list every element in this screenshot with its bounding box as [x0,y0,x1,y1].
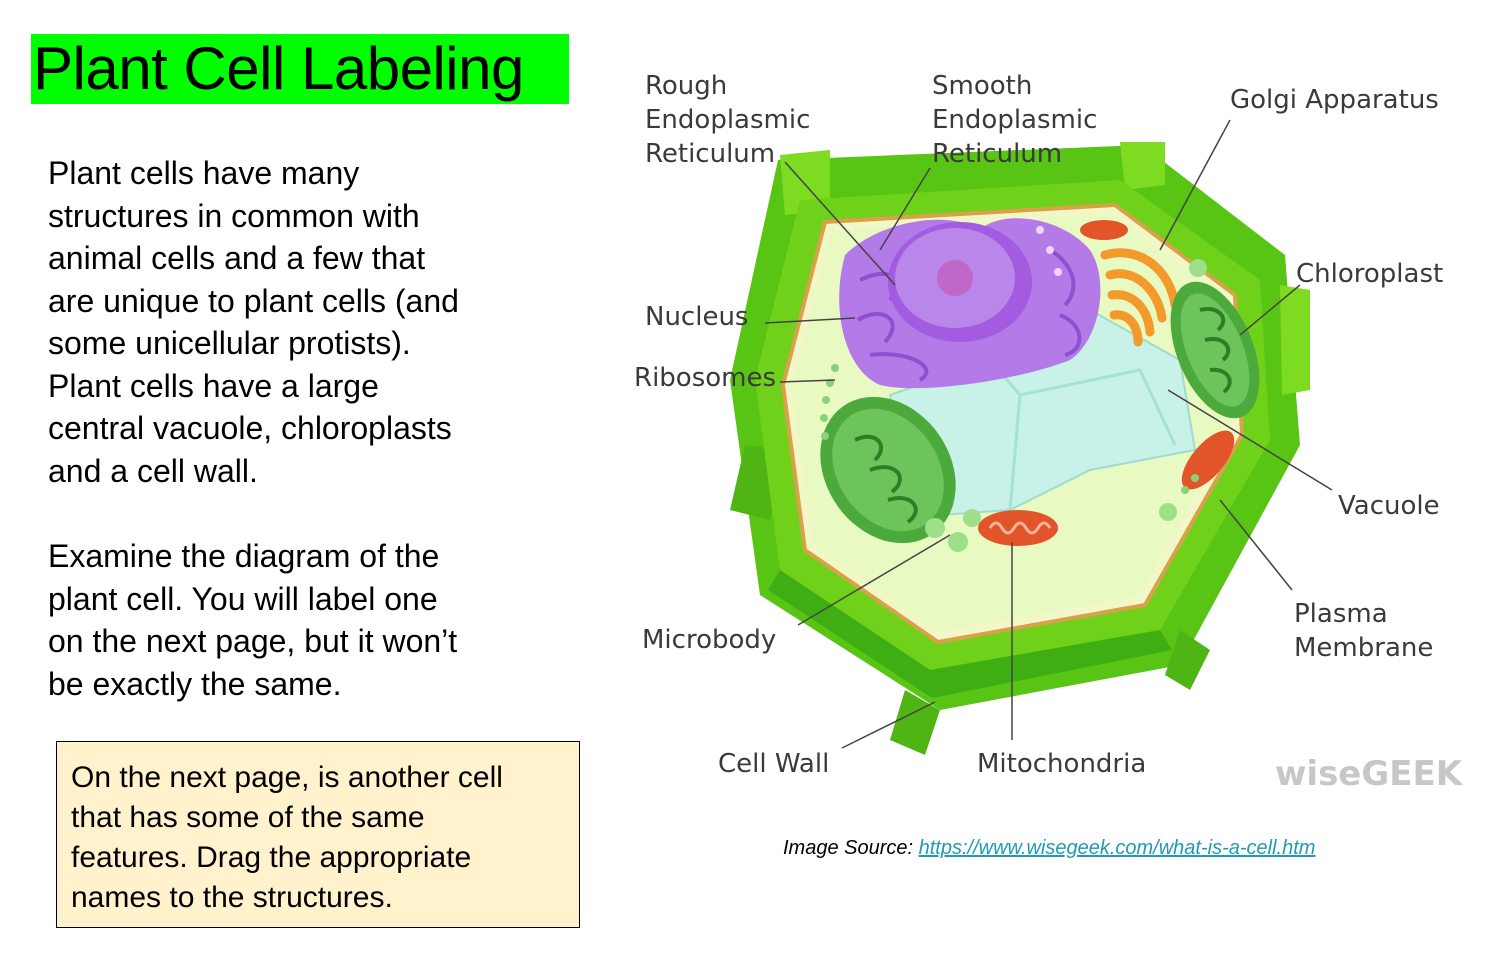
mitochondria [1080,220,1128,240]
label-rough-er: Rough [645,71,727,101]
ribosome [1191,474,1199,482]
ribosome [1181,486,1189,494]
label-ribosomes: Ribosomes [634,363,776,393]
label-smooth-er: Reticulum [932,139,1062,169]
page-title: Plant Cell Labeling [31,34,569,104]
chloroplast-inner [1180,293,1250,407]
mitochondria-cristae [988,521,1052,535]
leader-lines [764,119,1333,749]
microbody [925,518,945,538]
nucleolus [937,260,973,296]
label-smooth-er: Endoplasmic [932,105,1097,135]
image-source: Image Source: https://www.wisegeek.com/w… [783,837,1315,860]
image-source-link[interactable]: https://www.wisegeek.com/what-is-a-cell.… [918,837,1316,859]
wisegeek-watermark: wiseGEEK [1275,754,1464,794]
examine-paragraph: Examine the diagram of the plant cell. Y… [48,538,458,702]
ribosome [831,364,839,372]
plant-cell-diagram: Rough Endoplasmic Reticulum Smooth Endop… [634,71,1464,794]
label-vacuole: Vacuole [1338,491,1440,521]
ribosome [822,396,830,404]
label-microbody: Microbody [642,625,776,655]
cell-wall-tab [1120,142,1165,190]
ribosome [820,414,828,422]
microbody [1189,259,1207,277]
label-chloroplast: Chloroplast [1296,259,1443,289]
ribosome [821,432,829,440]
label-mitochondria: Mitochondria [977,749,1146,779]
smooth-er [1054,268,1062,276]
instruction-note: On the next page, is another cell that h… [56,741,580,928]
label-plasma-membrane: Plasma [1294,599,1388,629]
chloroplast-thylakoid [854,434,918,524]
label-rough-er: Reticulum [645,139,775,169]
cell-wall-tab [1165,630,1210,690]
microbody [948,532,968,552]
image-source-prefix: Image Source: [783,837,919,859]
microbody [1159,503,1177,521]
label-smooth-er: Smooth [932,71,1032,101]
golgi-apparatus [1100,248,1180,347]
smooth-er [1036,226,1044,234]
label-nucleus: Nucleus [645,302,748,332]
smooth-er [1046,246,1054,254]
label-rough-er: Endoplasmic [645,105,810,135]
chloroplast-thylakoid [1199,307,1232,394]
intro-paragraph: Plant cells have many structures in comm… [48,155,459,489]
cell-wall-front [768,570,1172,698]
cell-wall-tab [1280,285,1310,395]
label-cell-wall: Cell Wall [718,749,829,779]
microbody [963,509,981,527]
label-golgi: Golgi Apparatus [1230,85,1439,115]
label-plasma-membrane: Membrane [1294,633,1433,663]
mitochondria [978,510,1058,546]
